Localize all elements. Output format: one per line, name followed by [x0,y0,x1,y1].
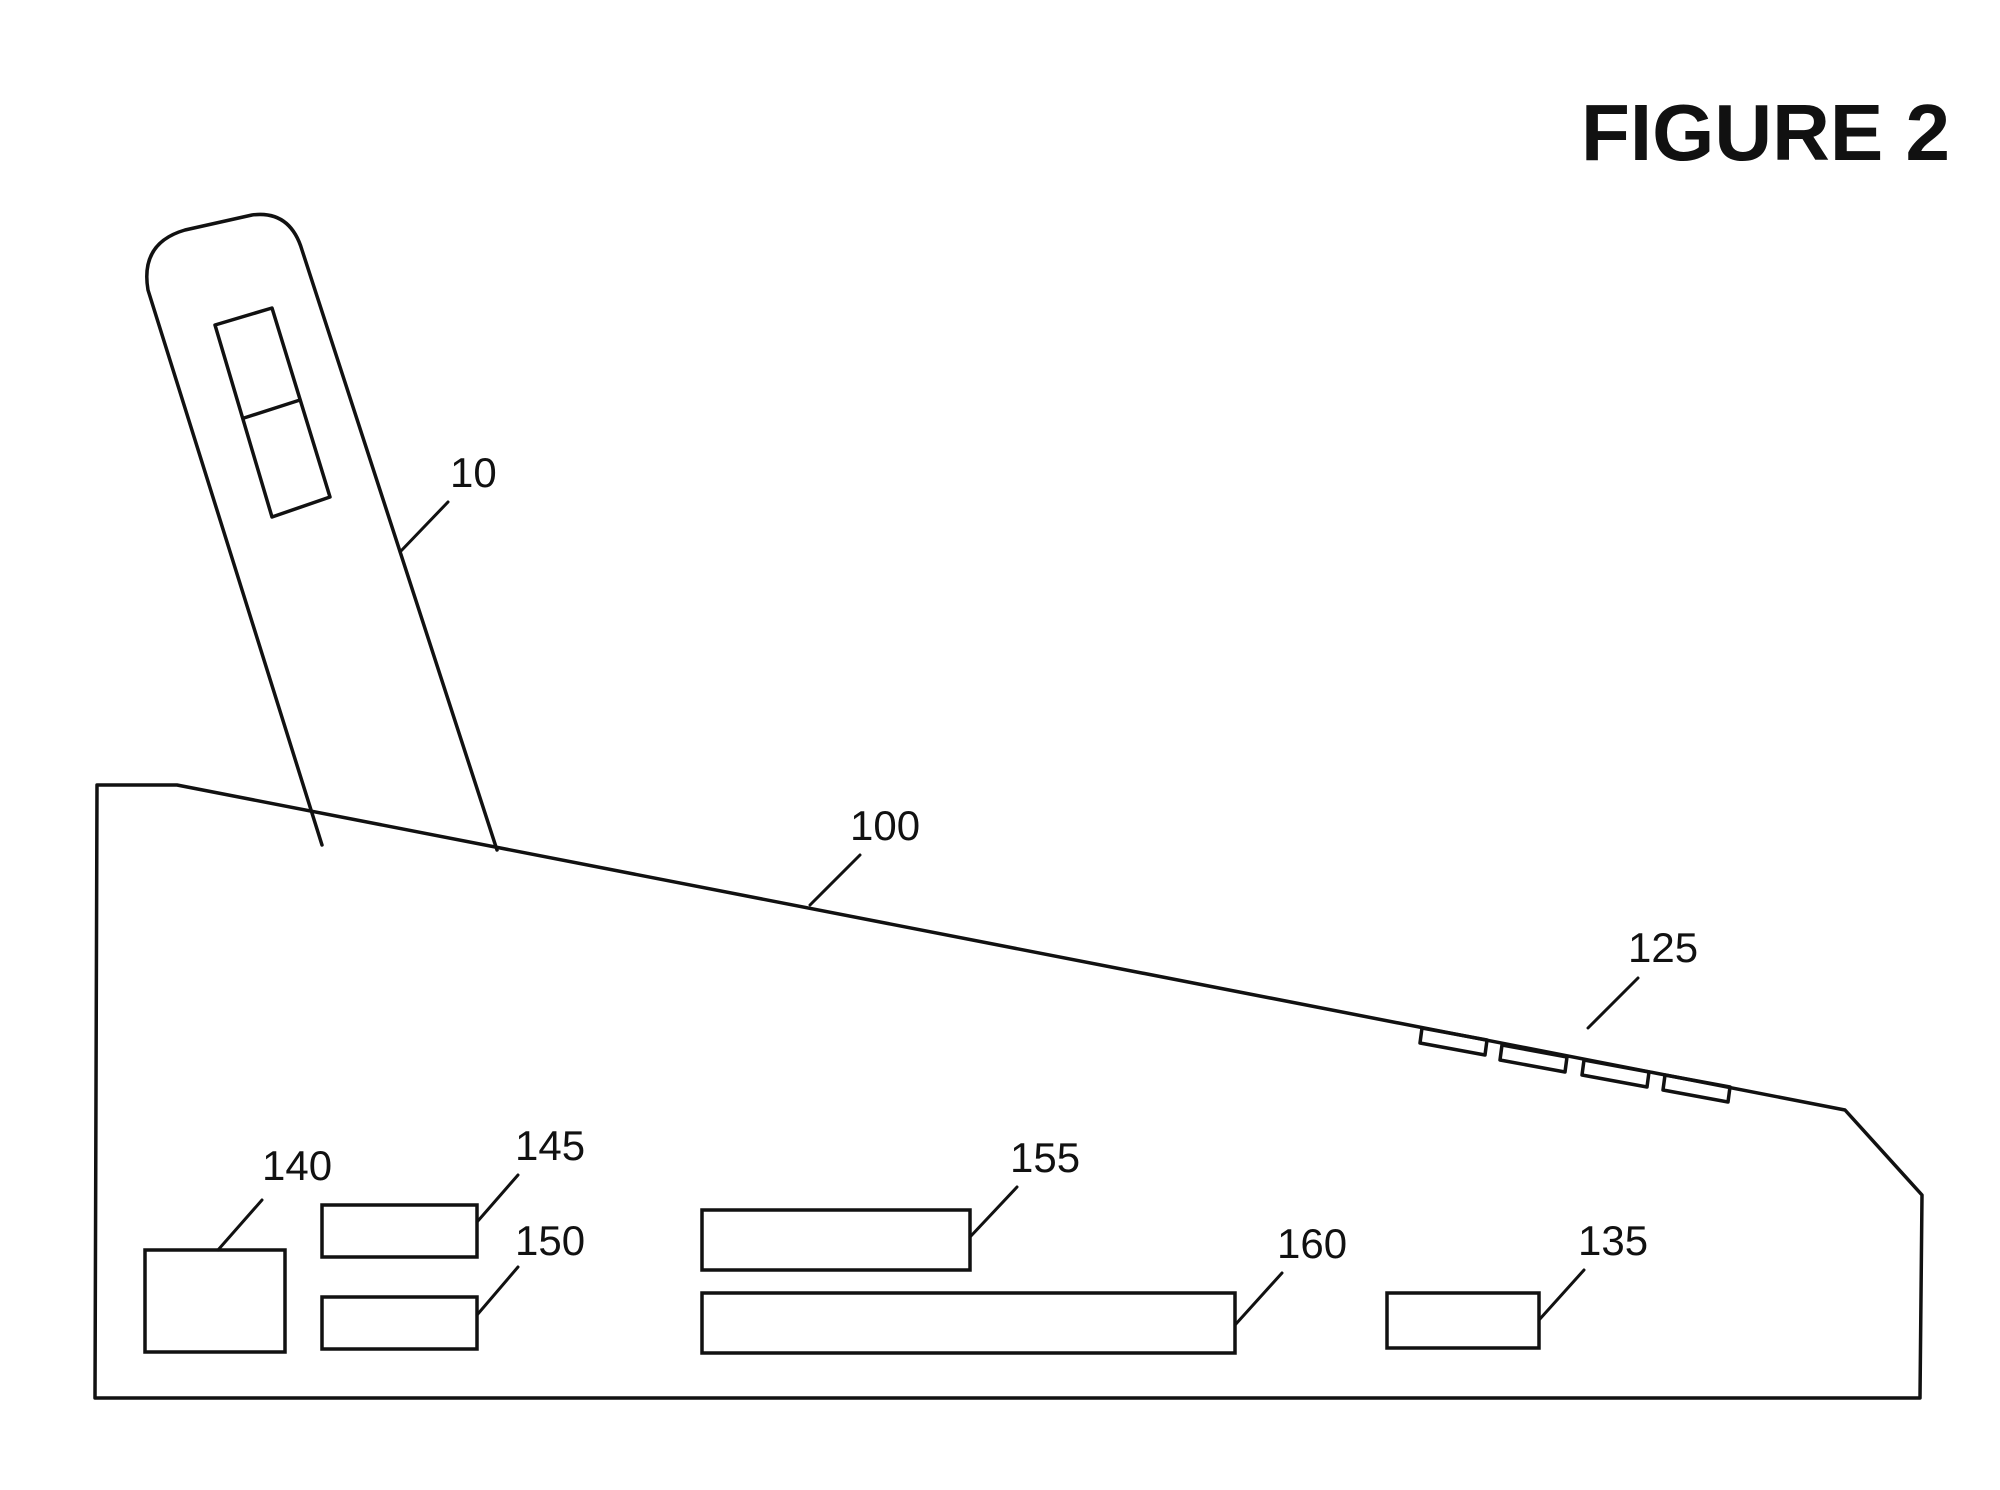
leader-135 [1537,1268,1586,1322]
button-2 [1498,1043,1569,1074]
button-3 [1580,1058,1651,1089]
label-125: 125 [1628,924,1698,971]
leader-140 [216,1198,264,1252]
button-group [1418,1026,1732,1104]
leader-125 [1586,976,1640,1030]
component-155 [700,1208,972,1272]
component-140 [143,1248,287,1354]
label-100: 100 [850,802,920,849]
leader-160 [1233,1271,1284,1327]
label-145: 145 [515,1122,585,1169]
label-155: 155 [1010,1134,1080,1181]
figure-title: FIGURE 2 [1581,88,1950,177]
docking-base-body [93,783,1924,1400]
leader-145 [475,1173,520,1224]
leader-10 [398,500,450,554]
leader-100 [808,853,862,907]
leader-lines [216,500,1640,1327]
button-4 [1661,1073,1732,1104]
label-10: 10 [450,449,497,496]
component-145 [320,1203,479,1259]
label-160: 160 [1277,1220,1347,1267]
reference-numerals: 10 100 125 140 145 150 155 160 135 [262,449,1698,1267]
label-140: 140 [262,1142,332,1189]
leader-155 [968,1185,1019,1239]
button-1 [1418,1026,1489,1057]
component-135 [1385,1291,1541,1350]
component-160 [700,1291,1237,1355]
label-150: 150 [515,1217,585,1264]
label-135: 135 [1578,1217,1648,1264]
device-display [213,306,332,519]
handheld-device [145,212,499,852]
component-150 [320,1295,479,1351]
leader-150 [475,1265,520,1317]
